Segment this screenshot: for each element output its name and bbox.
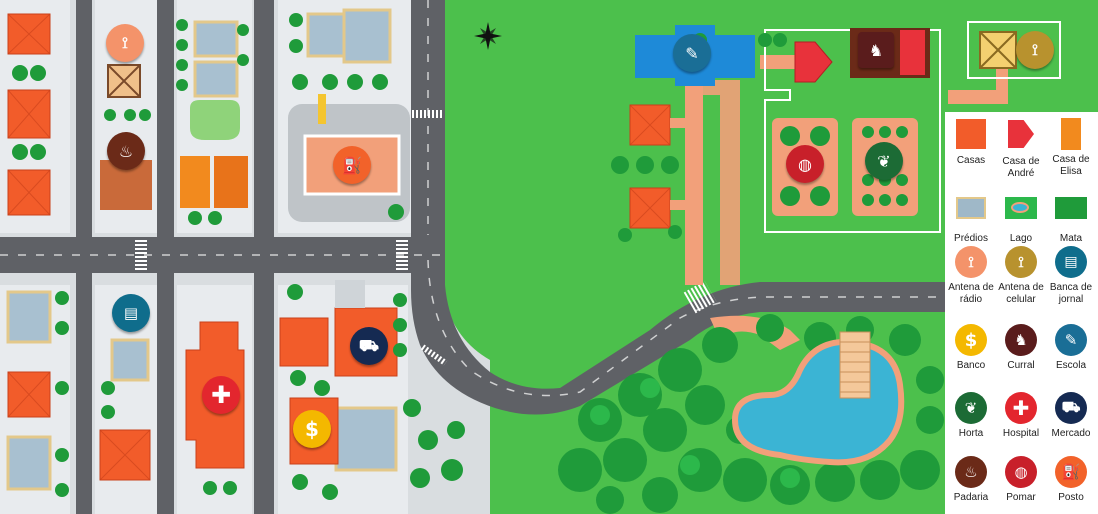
hospital-icon: ✚ [202,376,240,414]
legend-label: Curral [1007,360,1035,371]
buildings [6,8,398,491]
newsstand-icon: ▤ [112,294,150,332]
legend-item-escola: ✎ Escola [1046,324,1096,372]
legend-item-casa-de-elisa: Casa de Elisa [1046,118,1096,178]
bakery-icon: ♨ [955,456,987,488]
legend-label: Pomar [1006,492,1036,503]
lake-icon [1005,197,1037,229]
legend-item-posto: ⛽ Posto [1046,456,1096,504]
legend-label: Padaria [953,492,989,503]
legend-label: Escola [1055,360,1086,371]
map-legend: Casas Casa de André Casa de Elisa Prédio… [945,112,1098,514]
bank-icon: $ [293,410,331,448]
bakery-icon: ♨ [107,132,145,170]
curved-road [411,240,945,415]
market-icon: ⛟ [350,327,388,365]
compass-rose-icon [474,22,502,50]
legend-label: Prédios [954,233,988,244]
legend-label: Casa de Elisa [1052,154,1090,177]
gas-station-icon: ⛽ [1055,456,1087,488]
legend-item-casa-de-andre: Casa de André [996,118,1046,180]
newsstand-icon: ▤ [1055,246,1087,278]
dock [839,331,871,399]
forest [558,314,944,514]
legend-item-horta: ❦ Horta [946,392,996,440]
legend-label: Horta [958,428,984,439]
elisa-house-icon [1055,118,1087,150]
corral-icon: ♞ [858,32,894,68]
house-icon [955,119,987,151]
elisa-house-b [214,156,248,208]
legend-item-curral: ♞ Curral [996,324,1046,372]
forest-icon [1055,197,1087,229]
radio-antenna-icon: ⟟ [955,246,987,278]
hospital-icon: ✚ [1005,392,1037,424]
legend-item-mercado: ⛟ Mercado [1046,392,1096,440]
legend-item-predios: Prédios [946,194,996,245]
orchard-icon: ◍ [786,145,824,183]
legend-label: Lago [1009,233,1033,244]
legend-label: Casas [956,155,986,166]
legend-item-banca-de-jornal: ▤ Banca de jornal [1046,246,1096,306]
vegetable-garden-icon: ❦ [865,142,903,180]
gas-station-icon: ⛽ [333,146,371,184]
legend-label: Mercado [1051,428,1091,439]
school-icon: ✎ [1055,324,1087,356]
radio-antenna-icon: ⟟ [106,24,144,62]
legend-label: Antena de celular [998,282,1044,305]
legend-item-antena-de-celular: ⟟ Antena de celular [996,246,1046,306]
bank-icon: $ [955,324,987,356]
legend-item-padaria: ♨ Padaria [946,456,996,504]
legend-label: Hospital [1002,428,1040,439]
legend-label: Antena de rádio [948,282,994,305]
legend-label: Banco [956,360,986,371]
legend-label: Casa de André [1002,156,1040,179]
legend-item-pomar: ◍ Pomar [996,456,1046,504]
legend-item-banco: $ Banco [946,324,996,372]
cell-antenna-icon: ⟟ [1016,31,1054,69]
legend-label: Posto [1058,492,1084,503]
market-icon: ⛟ [1055,392,1087,424]
corral-icon: ♞ [1005,324,1037,356]
paths [670,55,1008,285]
elisa-house-a [180,156,210,208]
building-icon [955,197,987,229]
legend-item-antena-de-radio: ⟟ Antena de rádio [946,246,996,306]
legend-item-mata: Mata [1046,194,1096,245]
farm-fence [764,29,941,233]
vegetable-garden-icon: ❦ [955,392,987,424]
andre-house-icon [1005,120,1037,152]
cell-antenna-icon: ⟟ [1005,246,1037,278]
legend-item-hospital: ✚ Hospital [996,392,1046,440]
legend-label: Mata [1059,233,1083,244]
school-icon: ✎ [673,34,711,72]
legend-item-casas: Casas [946,118,996,167]
orchard-icon: ◍ [1005,456,1037,488]
city-trees [12,13,465,500]
legend-item-lago: Lago [996,194,1046,245]
andre-house [794,41,833,83]
legend-label: Banca de jornal [1049,282,1093,305]
